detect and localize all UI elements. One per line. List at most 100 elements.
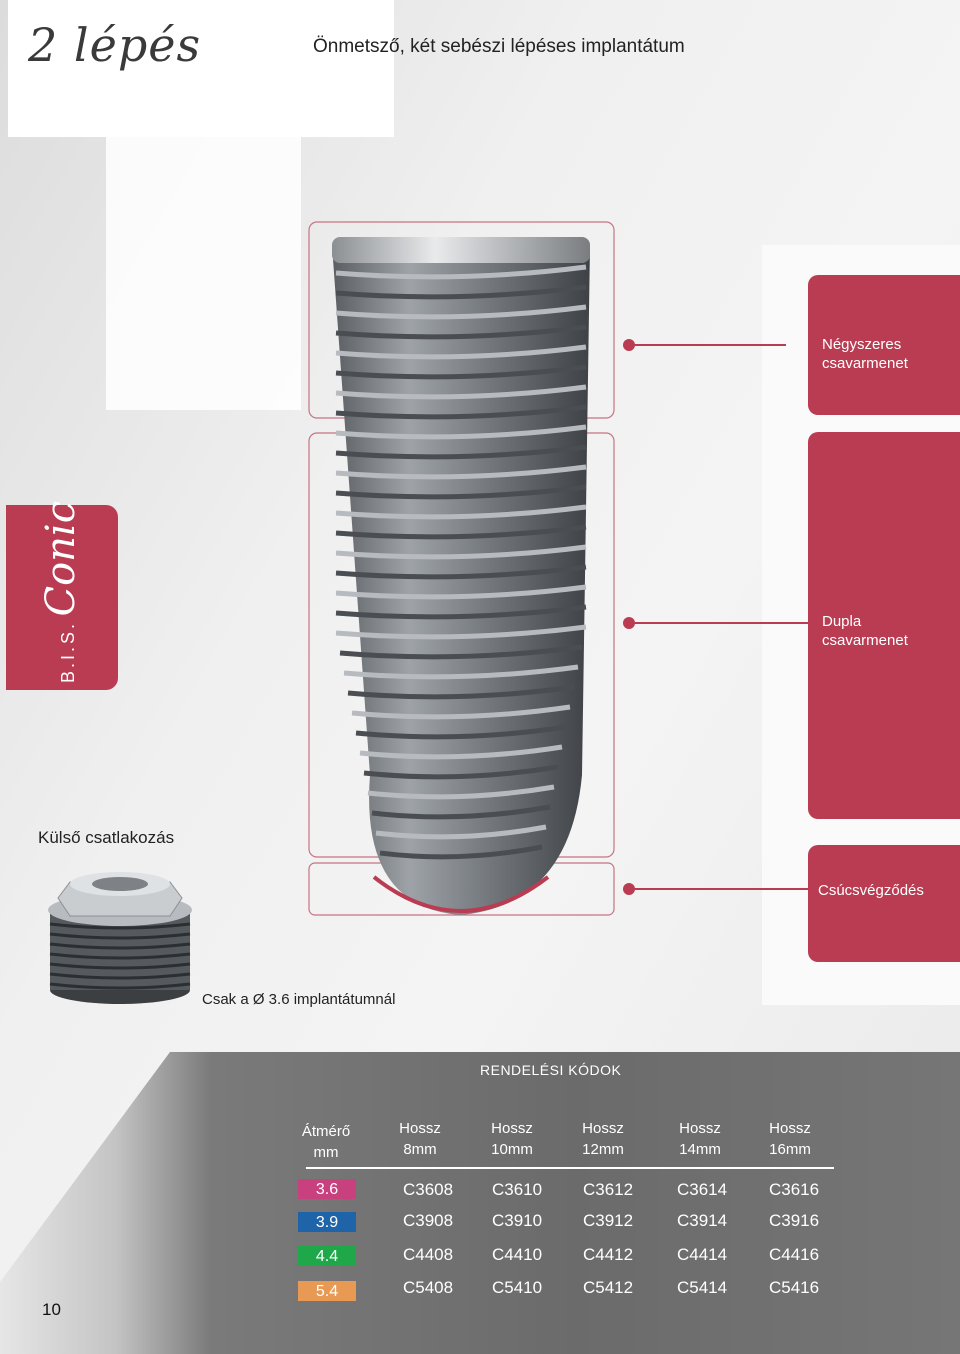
- diameter-header: Átmérő mm: [296, 1121, 356, 1163]
- thread-ridge: [335, 384, 587, 400]
- thread-ridge: [335, 444, 587, 460]
- length-header-label: Hossz: [769, 1120, 811, 1137]
- leader-line: [630, 622, 808, 624]
- brand-tab: B.I.S. Conic: [6, 501, 118, 690]
- thread-ridge: [335, 584, 587, 600]
- part-thread-ridge: [49, 982, 191, 990]
- thread-ridge: [335, 364, 587, 380]
- only-for-label: Csak a Ø 3.6 implantátumnál: [202, 991, 396, 1008]
- order-code: C5414: [677, 1278, 728, 1297]
- leader-dot: [623, 617, 635, 629]
- callout-line: Négyszeres: [822, 336, 902, 353]
- brand-logo: B.I.S. Conic: [38, 501, 84, 683]
- length-header-label: Hossz: [399, 1120, 441, 1137]
- thread-ridge: [371, 804, 551, 820]
- leader-line: [630, 344, 786, 346]
- leader-line: [630, 888, 808, 890]
- thread-ridge: [335, 524, 587, 540]
- callout-double-thread-text: Dupla csavarmenet: [822, 612, 908, 650]
- left-panel: [106, 137, 301, 410]
- order-code: C5410: [492, 1278, 543, 1297]
- length-header-unit: 10mm: [491, 1141, 533, 1158]
- order-code: C4412: [583, 1245, 634, 1264]
- page-number: 10: [42, 1300, 61, 1319]
- length-header-label: Hossz: [582, 1120, 624, 1137]
- length-header: Hossz 10mm: [482, 1118, 542, 1160]
- thread-ridge: [367, 784, 555, 800]
- length-header: Hossz 16mm: [760, 1118, 820, 1160]
- thread-ridge: [359, 744, 563, 760]
- part-thread-ridge: [49, 962, 191, 970]
- table-header-divider: [306, 1167, 834, 1169]
- implant-illustration: [308, 221, 615, 916]
- leader-dot: [623, 883, 635, 895]
- diameter-badge-5-4: 5.4: [298, 1281, 356, 1301]
- order-code: C5412: [583, 1278, 634, 1297]
- step-title: 2 lépés: [28, 18, 202, 72]
- thread-ridge: [335, 564, 587, 580]
- implant-threads: [335, 264, 587, 860]
- length-header-unit: 12mm: [582, 1141, 624, 1158]
- order-code: C3610: [492, 1180, 543, 1199]
- thread-ridge: [335, 304, 587, 320]
- order-code: C5408: [403, 1278, 454, 1297]
- thread-ridge: [351, 704, 571, 720]
- order-code: C3612: [583, 1180, 634, 1199]
- callout-line: Dupla: [822, 613, 862, 630]
- thread-ridge: [335, 464, 587, 480]
- part-thread-ridge: [49, 972, 191, 980]
- thread-ridge: [347, 684, 575, 700]
- order-code: C3608: [403, 1180, 454, 1199]
- header-panel: [8, 0, 394, 137]
- length-header: Hossz 12mm: [573, 1118, 633, 1160]
- thread-ridge: [379, 844, 543, 860]
- order-codes-panel: [0, 1052, 960, 1354]
- thread-ridge: [335, 544, 587, 560]
- order-code: C3916: [769, 1211, 820, 1230]
- part-thread-ridge: [49, 922, 191, 930]
- callout-line: csavarmenet: [822, 355, 908, 372]
- thread-ridge: [335, 484, 587, 500]
- callout-tip: Csúcsvégződés: [808, 845, 960, 962]
- callout-line: csavarmenet: [822, 632, 908, 649]
- page-heading: Önmetsző, két sebészi lépéses implantátu…: [313, 36, 685, 57]
- length-header-label: Hossz: [679, 1120, 721, 1137]
- thread-ridge: [335, 424, 587, 440]
- brand-conic: Conic: [38, 500, 84, 617]
- order-code: C3614: [677, 1180, 728, 1199]
- callout-double-thread: Dupla csavarmenet: [808, 432, 960, 819]
- order-code: C3908: [403, 1211, 454, 1230]
- diameter-badge-3-9: 3.9: [298, 1212, 356, 1232]
- external-connection-illustration: [48, 872, 192, 1004]
- length-header-unit: 16mm: [769, 1141, 811, 1158]
- length-header: Hossz 14mm: [670, 1118, 730, 1160]
- thread-ridge: [335, 264, 587, 280]
- order-code: C3914: [677, 1211, 728, 1230]
- order-code: C4408: [403, 1245, 454, 1264]
- length-header-unit: 14mm: [679, 1141, 721, 1158]
- order-code: C4410: [492, 1245, 543, 1264]
- length-header-label: Hossz: [491, 1120, 533, 1137]
- callout-tip-text: Csúcsvégződés: [818, 882, 924, 899]
- order-codes-title: RENDELÉSI KÓDOK: [480, 1062, 622, 1078]
- diameter-badge-3-6: 3.6: [298, 1179, 356, 1199]
- thread-ridge: [339, 644, 583, 660]
- leader-dot: [623, 339, 635, 351]
- part-thread-ridge: [49, 952, 191, 960]
- implant-collar: [332, 237, 590, 263]
- length-header-unit: 8mm: [403, 1141, 437, 1158]
- tip-arc: [372, 875, 550, 913]
- order-code: C3912: [583, 1211, 634, 1230]
- thread-ridge: [343, 664, 579, 680]
- thread-ridge: [335, 624, 587, 640]
- thread-ridge: [355, 724, 567, 740]
- callout-quad-thread-text: Négyszeres csavarmenet: [822, 335, 908, 373]
- thread-ridge: [335, 504, 587, 520]
- thread-ridge: [335, 344, 587, 360]
- part-thread-ridge: [49, 932, 191, 940]
- thread-ridge: [363, 764, 559, 780]
- order-code: C3616: [769, 1180, 820, 1199]
- thread-ridge: [375, 824, 547, 840]
- order-code: C5416: [769, 1278, 820, 1297]
- diameter-header-unit: mm: [313, 1144, 339, 1161]
